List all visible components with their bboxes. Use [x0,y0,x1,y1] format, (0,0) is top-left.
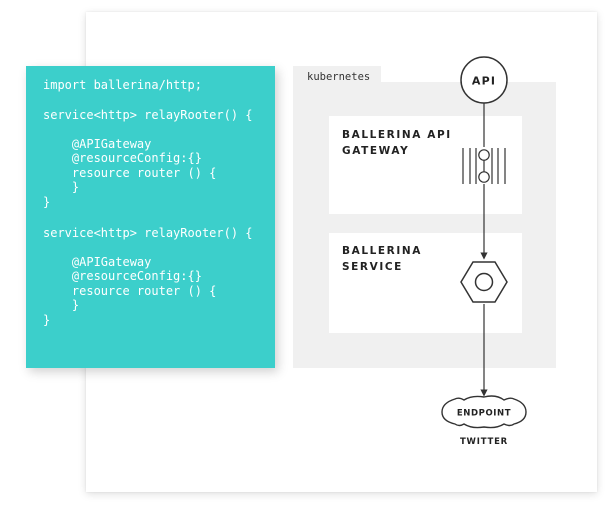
api-node: API [460,56,508,104]
code-line: @resourceConfig:{} [43,151,202,165]
code-line: @APIGateway [43,255,152,269]
code-line: } [43,195,51,209]
gateway-box: BALLERINA API GATEWAY [329,116,522,214]
endpoint-label: ENDPOINT [457,409,511,419]
code-line: @APIGateway [43,137,152,151]
code-line: resource router () { [43,166,217,180]
code-line: @resourceConfig:{} [43,269,202,283]
code-line: resource router () { [43,284,217,298]
service-title-line2: SERVICE [342,261,403,273]
gateway-title-line1: BALLERINA API [342,129,452,141]
gateway-icon [462,148,506,184]
service-hexagon-icon [460,261,508,303]
code-line: service<http> relayRooter() { [43,108,253,122]
cluster-label: kubernetes [307,71,371,83]
service-title-line1: BALLERINA [342,245,422,257]
cloud-icon: ENDPOINT [441,395,527,429]
api-label: API [472,75,496,88]
cluster-tab [293,66,381,83]
code-line: } [43,298,80,312]
code-line: } [43,313,51,327]
gateway-title-line2: GATEWAY [342,145,410,157]
code-line: service<http> relayRooter() { [43,226,253,240]
code-line: } [43,180,80,194]
code-line: import ballerina/http; [43,78,202,92]
endpoint-caption: TWITTER [460,437,508,447]
code-panel: import ballerina/http; service<http> rel… [26,66,275,368]
